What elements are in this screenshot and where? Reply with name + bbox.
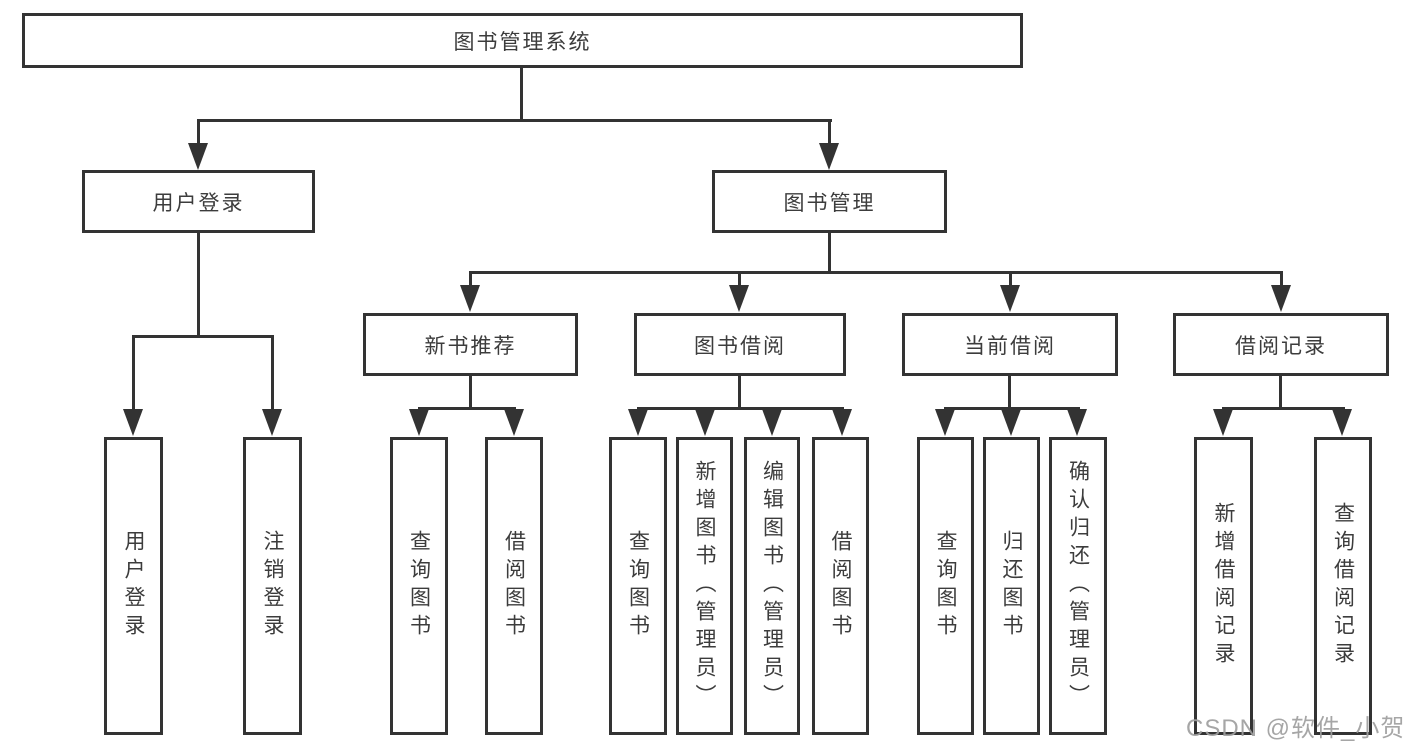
leaf-return-books: 归还图书 xyxy=(983,437,1040,735)
connector-root-stem xyxy=(520,68,523,121)
arrowhead-icon xyxy=(832,409,852,436)
leaf-query-books-current: 查询图书 xyxy=(917,437,974,735)
connector-borrow-records-stem xyxy=(1279,375,1282,409)
node-current-borrow: 当前借阅 xyxy=(902,313,1118,376)
connector-book-borrow-stem xyxy=(738,375,741,409)
leaf-borrow-books: 借阅图书 xyxy=(812,437,869,735)
leaf-label: 新增借阅记录 xyxy=(1212,502,1236,670)
leaf-add-borrow-record: 新增借阅记录 xyxy=(1194,437,1253,735)
arrowhead-icon xyxy=(819,143,839,170)
arrowhead-icon xyxy=(628,409,648,436)
leaf-label: 编辑图书（管理员） xyxy=(760,460,784,712)
connector-drop-borrow-records xyxy=(1280,271,1283,288)
leaf-label: 借阅图书 xyxy=(502,530,526,642)
connector-drop-new-book xyxy=(469,271,472,288)
node-book-management: 图书管理 xyxy=(712,170,947,233)
arrowhead-icon xyxy=(504,409,524,436)
node-new-book-recommend: 新书推荐 xyxy=(363,313,578,376)
connector-book-borrow-branch xyxy=(637,407,844,410)
arrowhead-icon xyxy=(1000,285,1020,312)
leaf-label: 查询图书 xyxy=(934,530,958,642)
arrowhead-icon xyxy=(188,143,208,170)
connector-drop-login xyxy=(132,335,135,411)
arrowhead-icon xyxy=(409,409,429,436)
leaf-query-borrow-record: 查询借阅记录 xyxy=(1314,437,1372,735)
connector-current-borrow-stem xyxy=(1008,375,1011,409)
arrowhead-icon xyxy=(1271,285,1291,312)
arrowhead-icon xyxy=(123,409,143,436)
connector-user-login-branch xyxy=(132,335,274,338)
connector-drop-current-borrow xyxy=(1009,271,1012,288)
leaf-label: 用户登录 xyxy=(122,530,146,642)
leaf-label: 新增图书（管理员） xyxy=(693,460,717,712)
arrowhead-icon xyxy=(1332,409,1352,436)
leaf-logout: 注销登录 xyxy=(243,437,302,735)
connector-drop-logout xyxy=(271,335,274,411)
node-user-login: 用户登录 xyxy=(82,170,315,233)
leaf-label: 归还图书 xyxy=(1000,530,1024,642)
connector-new-book-stem xyxy=(469,375,472,409)
arrowhead-icon xyxy=(460,285,480,312)
leaf-borrow-books-recommend: 借阅图书 xyxy=(485,437,543,735)
leaf-query-books-recommend: 查询图书 xyxy=(390,437,448,735)
connector-new-book-branch xyxy=(418,407,516,410)
leaf-user-login: 用户登录 xyxy=(104,437,163,735)
leaf-label: 查询图书 xyxy=(407,530,431,642)
connector-drop-user-login xyxy=(197,119,200,146)
node-borrow-records: 借阅记录 xyxy=(1173,313,1389,376)
connector-root-branch xyxy=(197,119,832,122)
arrowhead-icon xyxy=(262,409,282,436)
leaf-confirm-return-admin: 确认归还（管理员） xyxy=(1049,437,1107,735)
arrowhead-icon xyxy=(695,409,715,436)
leaf-edit-books-admin: 编辑图书（管理员） xyxy=(744,437,800,735)
connector-current-borrow-branch xyxy=(944,407,1080,410)
node-root-library-system: 图书管理系统 xyxy=(22,13,1023,68)
connector-book-management-branch xyxy=(469,271,1283,274)
connector-user-login-stem xyxy=(197,232,200,337)
arrowhead-icon xyxy=(1001,409,1021,436)
node-book-borrow: 图书借阅 xyxy=(634,313,846,376)
watermark: CSDN @软件_小贺同学 xyxy=(1186,715,1405,742)
arrowhead-icon xyxy=(762,409,782,436)
leaf-query-books-borrow: 查询图书 xyxy=(609,437,667,735)
leaf-label: 确认归还（管理员） xyxy=(1066,460,1090,712)
connector-drop-book-management xyxy=(828,119,831,146)
arrowhead-icon xyxy=(1213,409,1233,436)
connector-book-management-stem xyxy=(828,232,831,273)
connector-borrow-records-branch xyxy=(1222,407,1345,410)
leaf-label: 借阅图书 xyxy=(829,530,853,642)
arrowhead-icon xyxy=(935,409,955,436)
leaf-label: 注销登录 xyxy=(261,530,285,642)
arrowhead-icon xyxy=(1067,409,1087,436)
leaf-add-books-admin: 新增图书（管理员） xyxy=(676,437,733,735)
connector-drop-book-borrow xyxy=(738,271,741,288)
arrowhead-icon xyxy=(729,285,749,312)
leaf-label: 查询图书 xyxy=(626,530,650,642)
leaf-label: 查询借阅记录 xyxy=(1331,502,1355,670)
